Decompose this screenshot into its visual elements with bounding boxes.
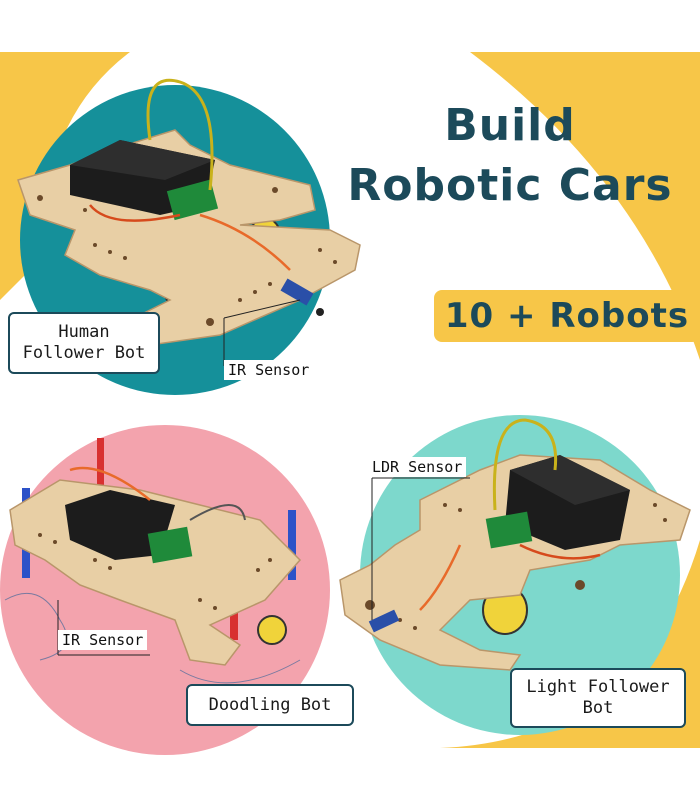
headline-line-2: Robotic Cars — [347, 160, 673, 211]
ldr-sensor-label: LDR Sensor — [368, 457, 467, 477]
human-follower-label-line-2: Follower Bot — [22, 343, 146, 363]
light-follower-label-line-2: Bot — [582, 698, 614, 718]
human-follower-robot — [17, 78, 361, 346]
robot-count-badge: 10 + Robots — [434, 290, 700, 342]
light-follower-robot — [339, 418, 691, 671]
headline-line-1: Build — [444, 100, 576, 151]
doodling-bot-label-text: Doodling Bot — [208, 694, 332, 715]
doodling-robot — [4, 438, 302, 684]
light-follower-label: Light Follower Bot — [510, 668, 686, 728]
doodling-bot-label: Doodling Bot — [186, 684, 354, 726]
ir-sensor-label-bottom: IR Sensor — [58, 630, 148, 650]
human-follower-label: Human Follower Bot — [8, 312, 160, 374]
ir-sensor-label-top: IR Sensor — [224, 360, 314, 380]
human-follower-label-line-1: Human — [58, 322, 110, 342]
yellow-swoosh-top-right — [470, 52, 700, 360]
light-follower-label-line-1: Light Follower — [526, 677, 670, 697]
